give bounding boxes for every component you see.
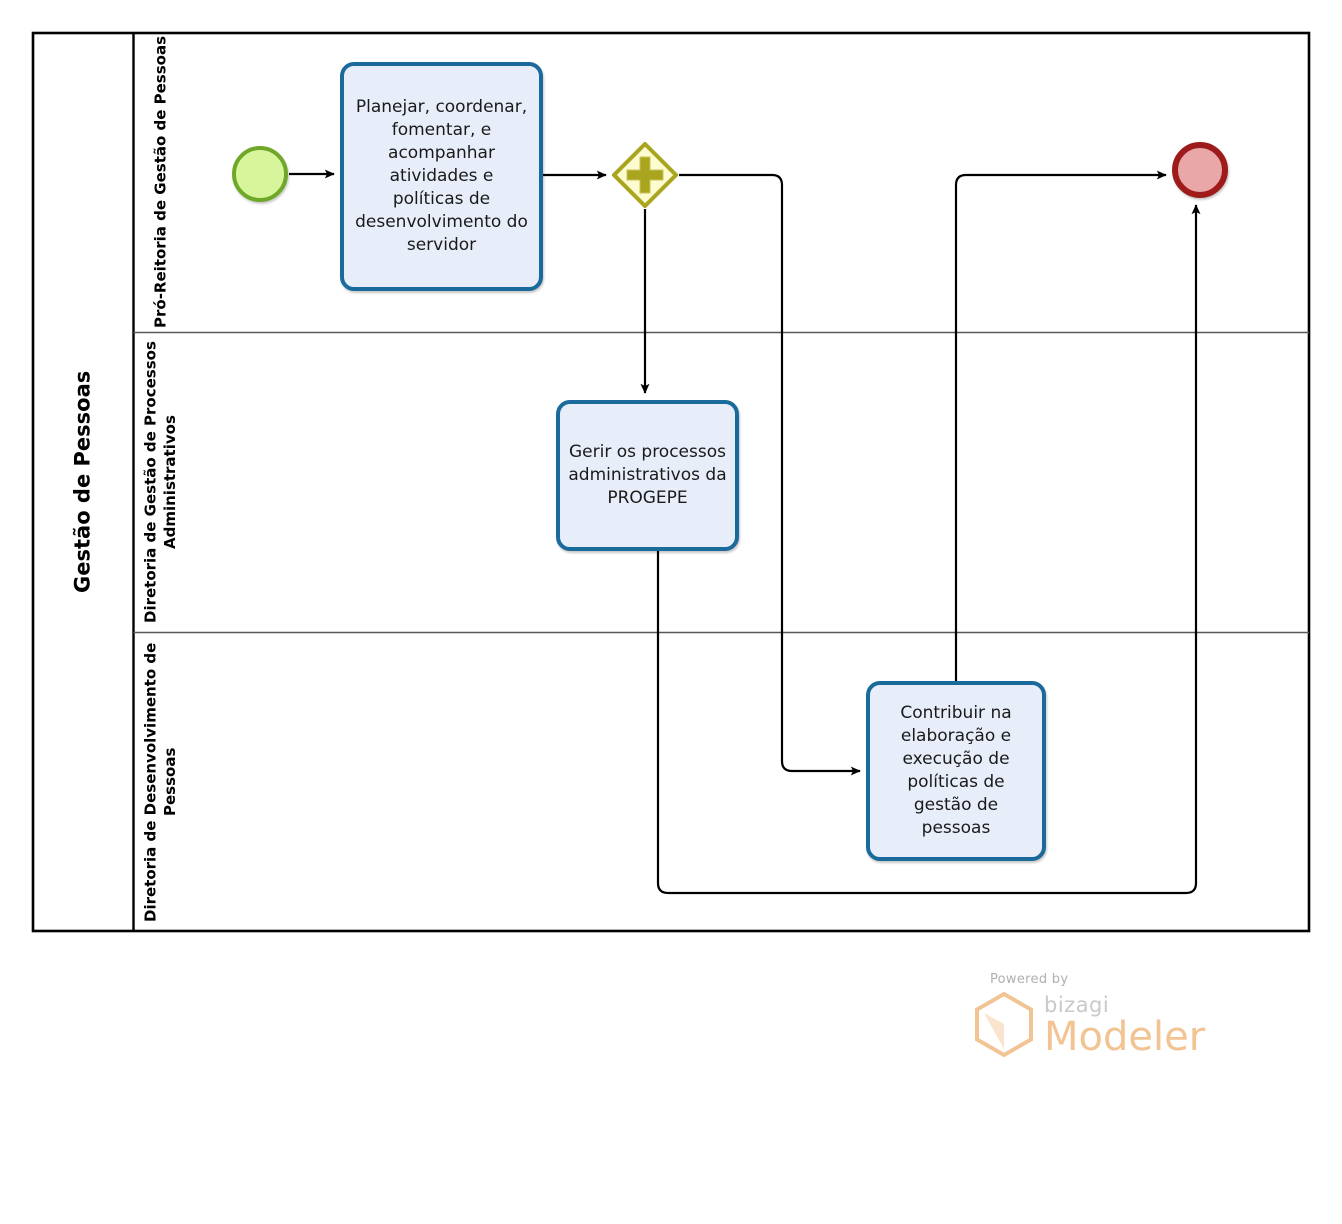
bizagi-hexagon-icon [975,991,1033,1057]
task-label: Planejar, coordenar, fomentar, e acompan… [355,97,528,255]
bizagi-brand-label: bizagi [1044,993,1110,1017]
parallel-gateway-node[interactable] [611,141,679,209]
lane-label-diretoria-processos: Diretoria de Gestão de Processos Adminis… [141,341,180,623]
flow-contribuir-to-end [954,170,1167,681]
end-event-node[interactable] [1172,142,1228,198]
modeler-product-label: Modeler [1044,1014,1206,1060]
watermark-brand-row: bizagi Modeler [972,991,1252,1057]
pool-name-label: Gestão de Pessoas [70,370,95,594]
parallel-gateway-icon [611,141,679,209]
task-label: Gerir os processos administrativos da PR… [568,442,727,508]
lane-label-diretoria-desenvolvimento: Diretoria de Desenvolvimento de Pessoas [141,642,180,922]
task-gerir-processos[interactable]: Gerir os processos administrativos da PR… [556,400,739,551]
watermark-text-block: bizagi Modeler [1044,993,1206,1060]
start-event-node[interactable] [232,146,288,202]
lane-label-pro-reitoria: Pró-Reitoria de Gestão de Pessoas [151,35,170,329]
task-contribuir-politicas[interactable]: Contribuir na elaboração e execução de p… [866,681,1046,861]
powered-by-label: Powered by [990,972,1069,987]
task-label: Contribuir na elaboração e execução de p… [900,703,1012,838]
bizagi-watermark: Powered by bizagi Modeler [972,972,1252,1057]
task-planejar-coordenar[interactable]: Planejar, coordenar, fomentar, e acompan… [340,62,543,291]
